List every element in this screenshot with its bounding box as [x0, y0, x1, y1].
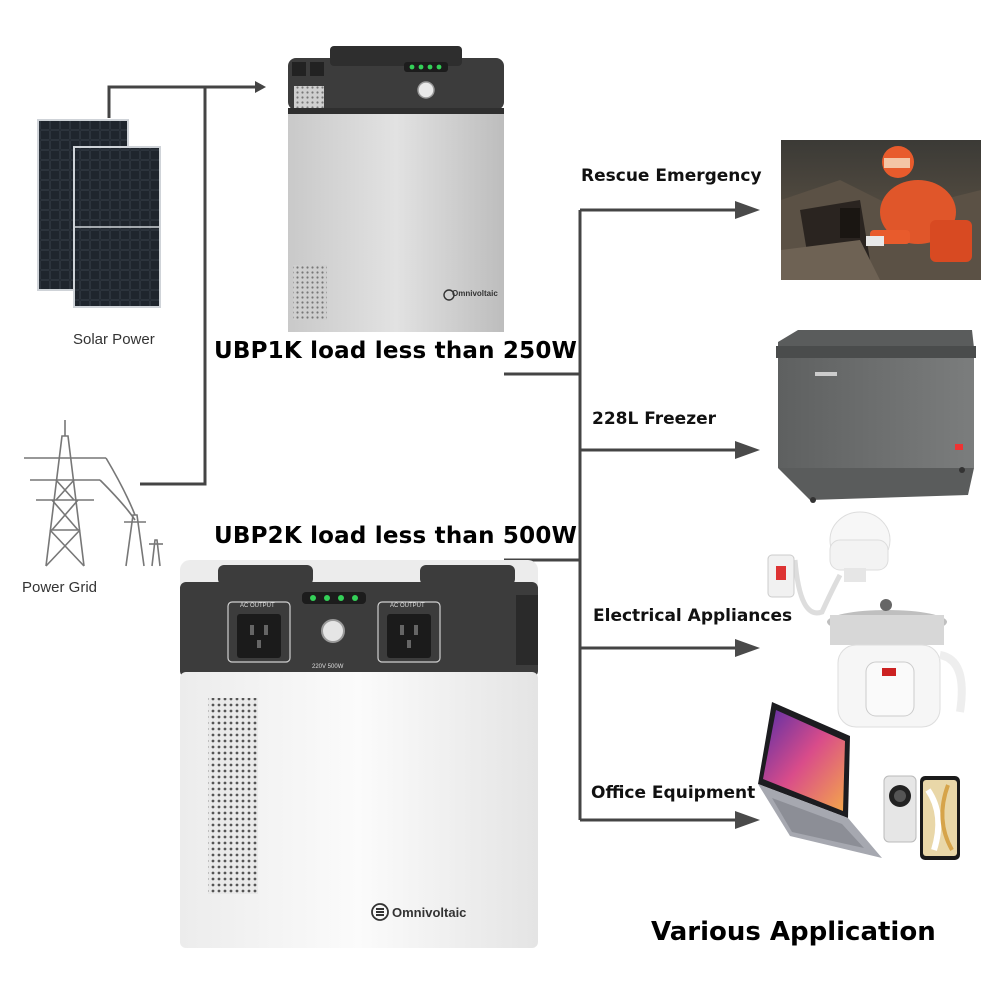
ubp2k-label: UBP2K load less than 500W	[214, 523, 578, 549]
laptop-and-phone	[758, 702, 960, 860]
application-arrows	[735, 201, 760, 829]
rating-label: 220V 500W	[312, 664, 344, 670]
ubp2k-unit-image	[180, 560, 538, 948]
ubp2k-brand-logo: Omnivoltaic	[392, 905, 467, 920]
ac-output-label-left: AC OUTPUT	[240, 603, 275, 609]
app-label-freezer: 228L Freezer	[592, 409, 717, 429]
arrow-freezer	[735, 441, 760, 459]
app-label-appliances: Electrical Appliances	[593, 606, 793, 626]
arrow-office	[735, 811, 760, 829]
ubp1k-unit-image	[288, 46, 504, 332]
rescue-worker-photo	[781, 140, 981, 280]
ac-output-label-right: AC OUTPUT	[390, 603, 425, 609]
solar-power-label: Solar Power	[73, 331, 155, 348]
source-connector	[107, 85, 255, 486]
power-grid-label: Power Grid	[22, 579, 98, 596]
app-label-rescue: Rescue Emergency	[581, 166, 762, 186]
power-tower-icon	[24, 420, 163, 567]
solar-panel-icon	[37, 119, 161, 308]
light-bulb-and-cooker	[767, 511, 966, 728]
arrow-rescue	[735, 201, 760, 219]
arrow-appliances	[735, 639, 760, 657]
chest-freezer	[776, 330, 976, 503]
footer-title: Various Application	[651, 917, 936, 947]
ubp1k-brand-logo: Omnivoltaic	[452, 289, 498, 298]
arrow-to-ubp1k	[255, 81, 266, 93]
app-label-office: Office Equipment	[591, 783, 756, 803]
application-bus	[504, 208, 742, 822]
ubp1k-label: UBP1K load less than 250W	[214, 338, 578, 364]
